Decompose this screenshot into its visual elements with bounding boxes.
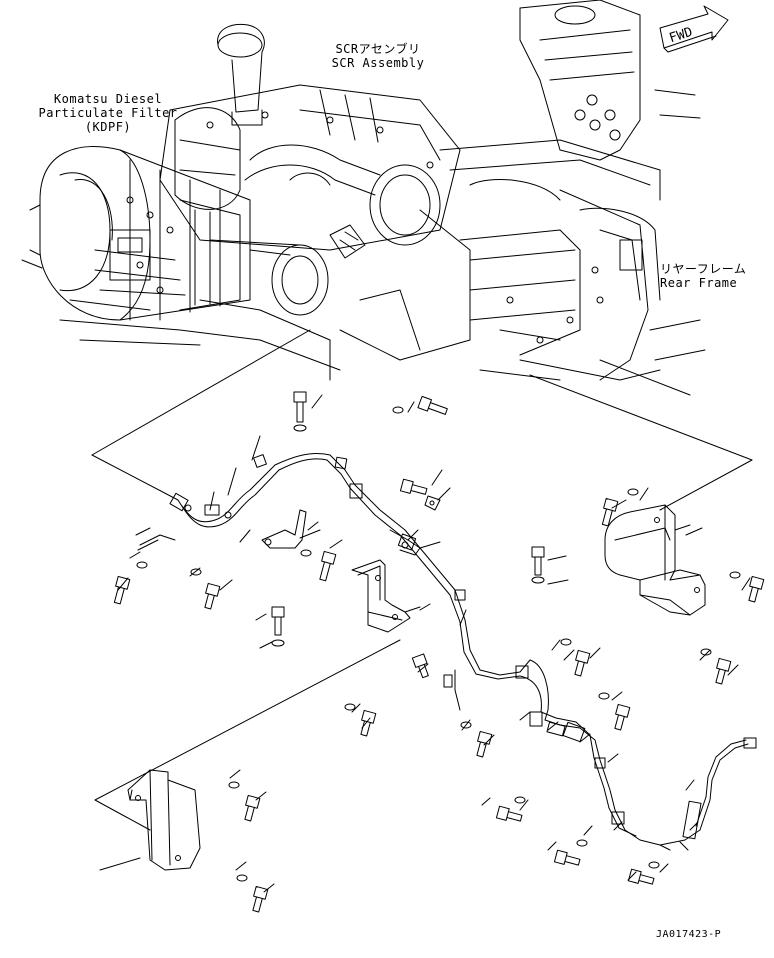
- fwd-arrow-icon: [659, 5, 729, 53]
- kdpf-label-line2: Particulate Filter: [38, 106, 178, 120]
- rear-frame-label-en: Rear Frame: [660, 276, 738, 290]
- harness-cover-right: [604, 504, 706, 616]
- harness-cover-left: [127, 769, 201, 871]
- base-frame: [59, 289, 421, 381]
- drawing-code: JA017423-P: [656, 929, 722, 940]
- harness-bracket: [351, 559, 421, 633]
- rear-frame-label: リヤーフレーム Rear Frame: [660, 262, 770, 290]
- rear-frame-label-jp: リヤーフレーム: [660, 262, 747, 276]
- kdpf-assembly: [21, 146, 251, 321]
- fwd-label: FWD: [668, 25, 695, 47]
- scr-label-jp: SCRアセンブリ: [335, 42, 421, 56]
- clip-bracket: [261, 509, 441, 556]
- kdpf-label: Komatsu Diesel Particulate Filter (KDPF): [38, 92, 178, 134]
- rear-frame: [339, 0, 706, 396]
- part-callout-ticks: [99, 394, 751, 893]
- kdpf-label-line3: (KDPF): [84, 120, 132, 134]
- fasteners: [113, 391, 765, 913]
- wire-harness-lower: [529, 711, 757, 851]
- scr-assembly-label: SCRアセンブリ SCR Assembly: [318, 42, 438, 70]
- callout-leaders: [91, 329, 753, 831]
- kdpf-label-line1: Komatsu Diesel: [53, 92, 163, 106]
- scr-assembly: [159, 23, 461, 316]
- wire-harness-upper: [137, 452, 549, 721]
- scr-label-en: SCR Assembly: [331, 56, 425, 70]
